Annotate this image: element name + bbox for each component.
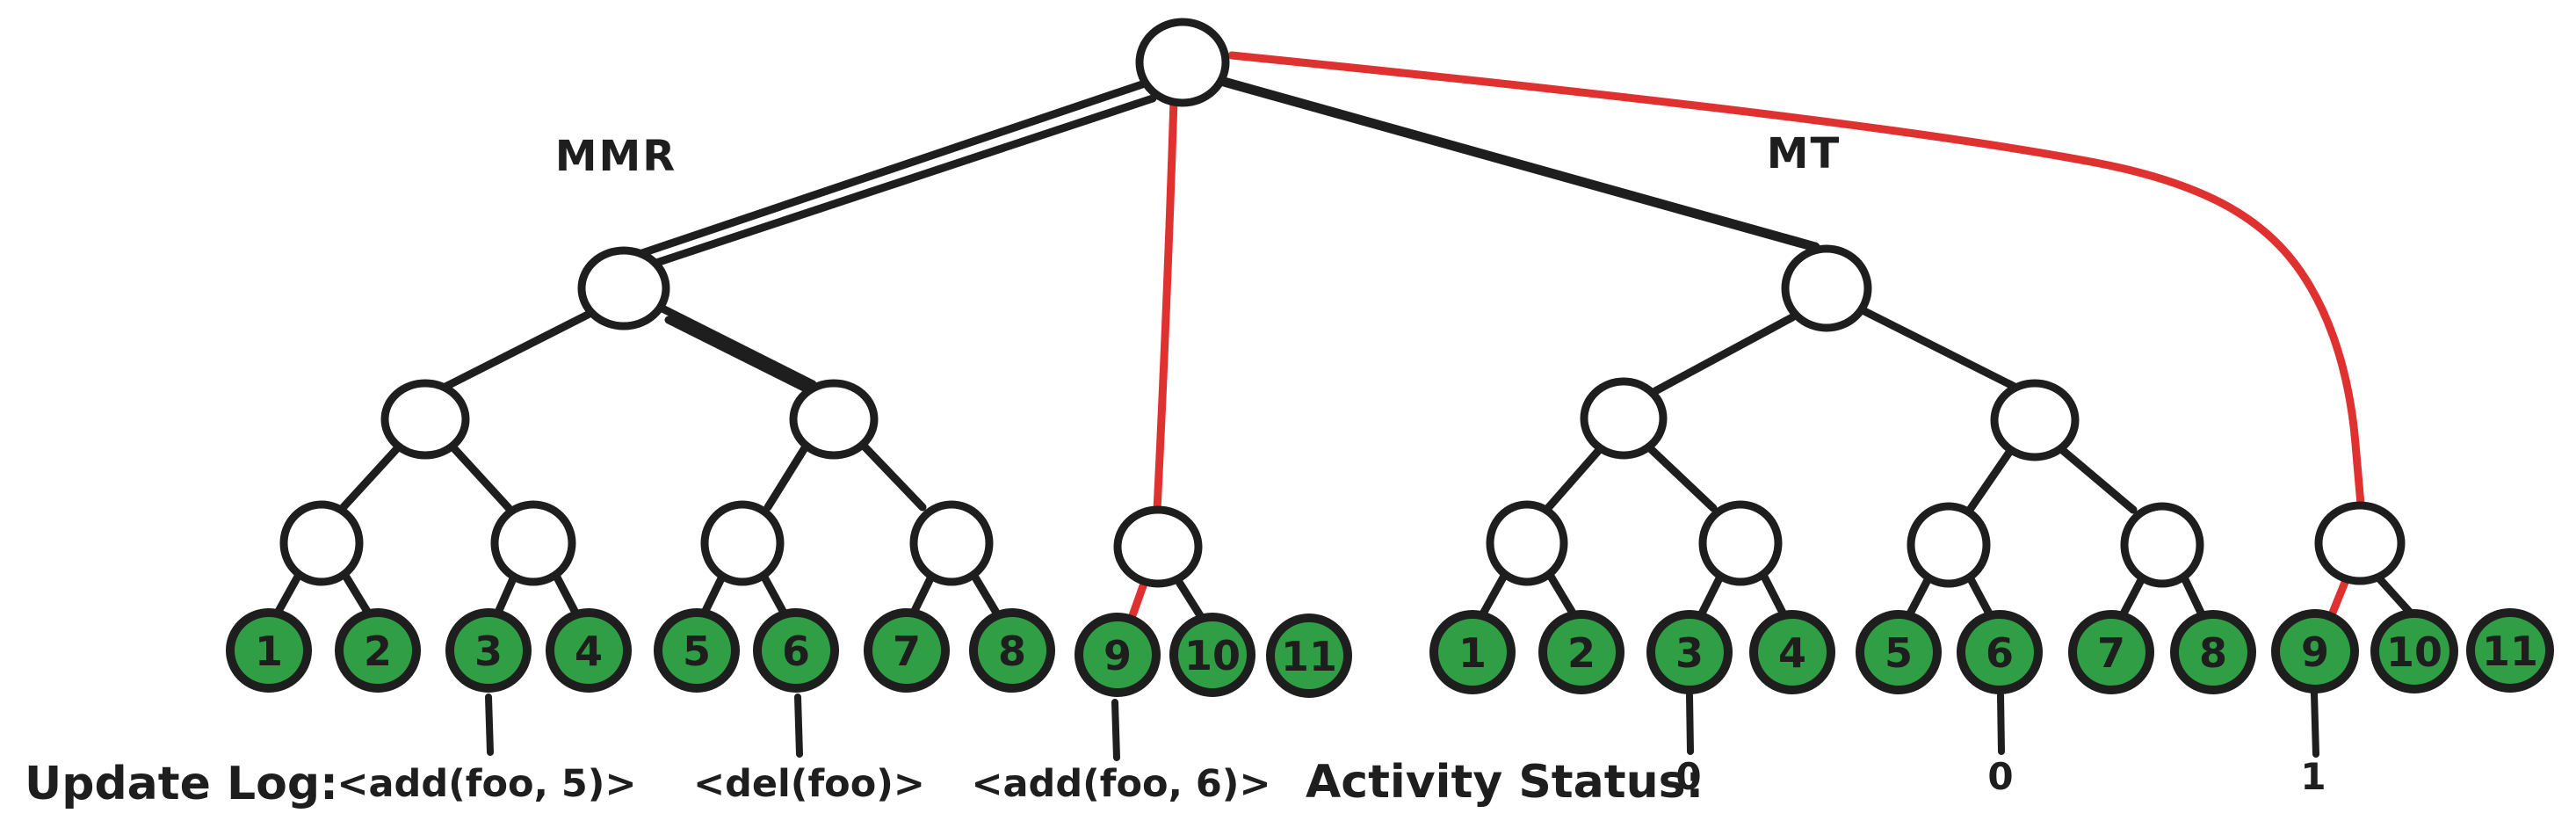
leaf-label: 6 [782, 628, 810, 675]
mmr-level3-node [490, 500, 576, 586]
leaf-label: 7 [893, 628, 921, 675]
leaf-node [1169, 613, 1255, 697]
mt-level2-node [1990, 379, 2080, 461]
mmr-leaves-group: 1 2 3 4 5 6 7 8 9 10 11 [226, 608, 1352, 698]
leaf-node [226, 608, 312, 693]
leaf-node [2068, 610, 2154, 694]
leaf-node [2466, 608, 2554, 693]
mmr-peak-node [577, 246, 670, 330]
mt-leaves-group: 1 2 3 4 5 6 7 8 9 10 11 [1429, 608, 2554, 694]
mmr-level3-node [279, 500, 364, 586]
leaf-label: 2 [364, 628, 392, 675]
leaf-label: 6 [1986, 629, 2014, 677]
leaf-label: 10 [1184, 632, 1241, 679]
leaf-label: 3 [474, 628, 503, 675]
mmr-peak-9-10-node [1113, 505, 1203, 588]
update-log-entry: <del(foo)> [693, 762, 925, 806]
update-log-group: Update Log: <add(foo, 5)> <del(foo)> <ad… [25, 758, 1270, 810]
activity-status-label: Activity Status: [1306, 756, 1704, 809]
mmr-tree-label: MMR [555, 132, 677, 181]
leaf-label: 10 [2386, 628, 2442, 676]
leaf-node [753, 608, 839, 693]
leaf-node [445, 608, 532, 693]
leaf-node [2370, 609, 2458, 693]
leaf-node [1749, 610, 1835, 694]
leaf-label: 3 [1675, 629, 1704, 677]
leaf-label: 5 [1885, 629, 1913, 677]
leaf-node [1266, 614, 1352, 698]
leaf-node [654, 608, 740, 693]
leaf-node [1646, 610, 1733, 694]
mt-highlight-path [1227, 51, 2365, 621]
leaf-label: 4 [575, 628, 603, 675]
mmr-level3-node [909, 500, 994, 586]
leaf-node [335, 608, 421, 693]
mmr-tree-edges [272, 303, 1207, 624]
mt-tree-label: MT [1767, 129, 1842, 178]
mmr-level2-node [380, 379, 470, 460]
activity-status-value: 1 [2300, 755, 2326, 798]
leaf-label: 4 [1778, 629, 1806, 677]
mt-level3-node [1698, 500, 1783, 586]
leaf-label: 8 [2199, 629, 2227, 677]
leaf-node [2170, 610, 2256, 694]
activity-status-value: 0 [1987, 755, 2013, 798]
leaf-node [1856, 610, 1942, 694]
mt-peak-9-10-node [2314, 501, 2406, 585]
leaf-label: 5 [683, 628, 711, 675]
leaf-label: 1 [255, 628, 283, 675]
update-log-entry: <add(foo, 5)> [337, 762, 637, 806]
leaf-node [864, 608, 950, 693]
leaf-node [546, 608, 632, 693]
mt-level3-node [1486, 500, 1568, 586]
leaf-label: 7 [2097, 629, 2125, 677]
update-log-label: Update Log: [25, 758, 338, 810]
edge-root-to-mt-root [1219, 76, 1820, 252]
leaf-label: 9 [1103, 632, 1132, 679]
mt-level3-node [2120, 502, 2204, 588]
mmr-highlight-path [1126, 96, 1178, 625]
mt-level3-node [1907, 502, 1991, 588]
activity-status-stems [1686, 690, 2319, 758]
edge-root-to-mmr-peak [630, 79, 1157, 272]
leaf-label: 2 [1567, 629, 1596, 677]
activity-status-value: 0 [1675, 755, 1701, 798]
edges-group [272, 76, 2416, 761]
activity-status-group: Activity Status: 0 0 1 [1306, 755, 2326, 809]
highlight-group [1126, 51, 2365, 625]
mt-level2-node [1580, 377, 1668, 460]
mmr-level3-node [700, 500, 785, 586]
update-log-stems [485, 693, 1120, 761]
leaf-label: 11 [1281, 633, 1337, 680]
leaf-node [1538, 610, 1624, 694]
update-log-entry: <add(foo, 6)> [972, 762, 1271, 806]
leaf-node [2271, 609, 2359, 693]
mt-tree-edges [1478, 306, 2416, 620]
shared-root-node [1135, 18, 1230, 107]
leaf-node [969, 608, 1055, 693]
mt-root-node [1781, 244, 1872, 332]
leaf-label: 9 [2301, 628, 2329, 676]
leaf-label: 8 [998, 628, 1026, 675]
leaf-node [1075, 613, 1161, 697]
leaf-node [1429, 610, 1516, 694]
leaf-label: 1 [1458, 629, 1487, 677]
leaf-label: 11 [2482, 628, 2538, 675]
leaf-node [1957, 610, 2043, 694]
labels-group: MMR MT [555, 129, 1842, 181]
mmr-level2-node [789, 379, 879, 460]
internal-nodes-group [279, 18, 2406, 588]
